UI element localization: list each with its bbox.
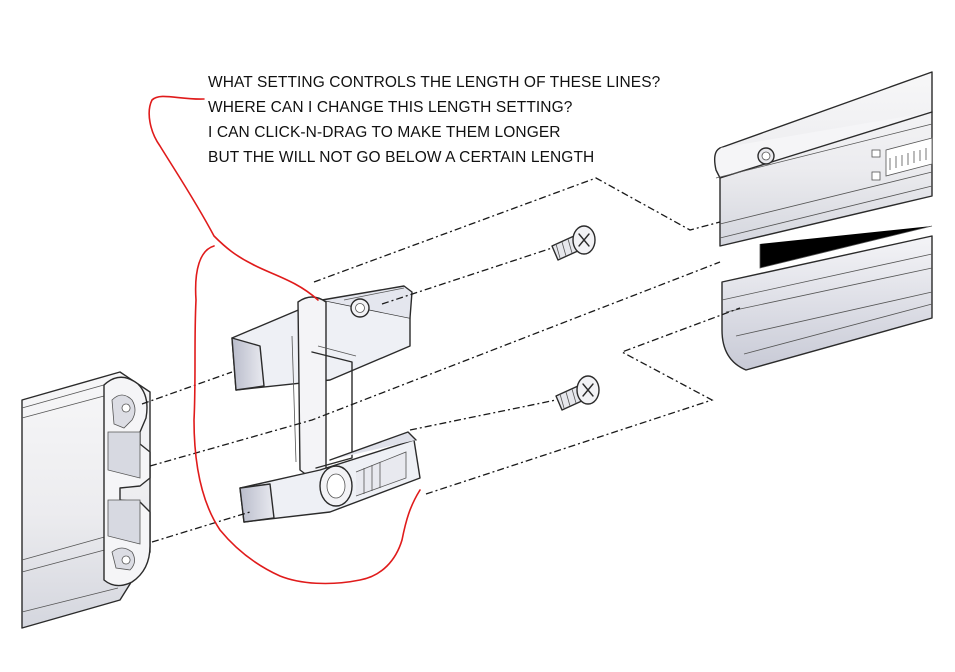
annotation-line-2: WHERE CAN I CHANGE THIS LENGTH SETTING? xyxy=(208,99,573,116)
annotation-line-4: BUT THE WILL NOT GO BELOW A CERTAIN LENG… xyxy=(208,149,595,166)
left-extrusion xyxy=(21,371,151,629)
explode-lines xyxy=(141,177,741,543)
screw-lower xyxy=(555,375,600,411)
screw-upper xyxy=(551,225,596,261)
red-markup-outline xyxy=(148,95,421,585)
annotation-note: WHAT SETTING CONTROLS THE LENGTH OF THES… xyxy=(208,70,660,170)
right-extrusion xyxy=(713,71,933,371)
annotation-line-3: I CAN CLICK-N-DRAG TO MAKE THEM LONGER xyxy=(208,124,561,141)
annotation-line-1: WHAT SETTING CONTROLS THE LENGTH OF THES… xyxy=(208,74,661,91)
bracket-clip xyxy=(231,285,421,523)
